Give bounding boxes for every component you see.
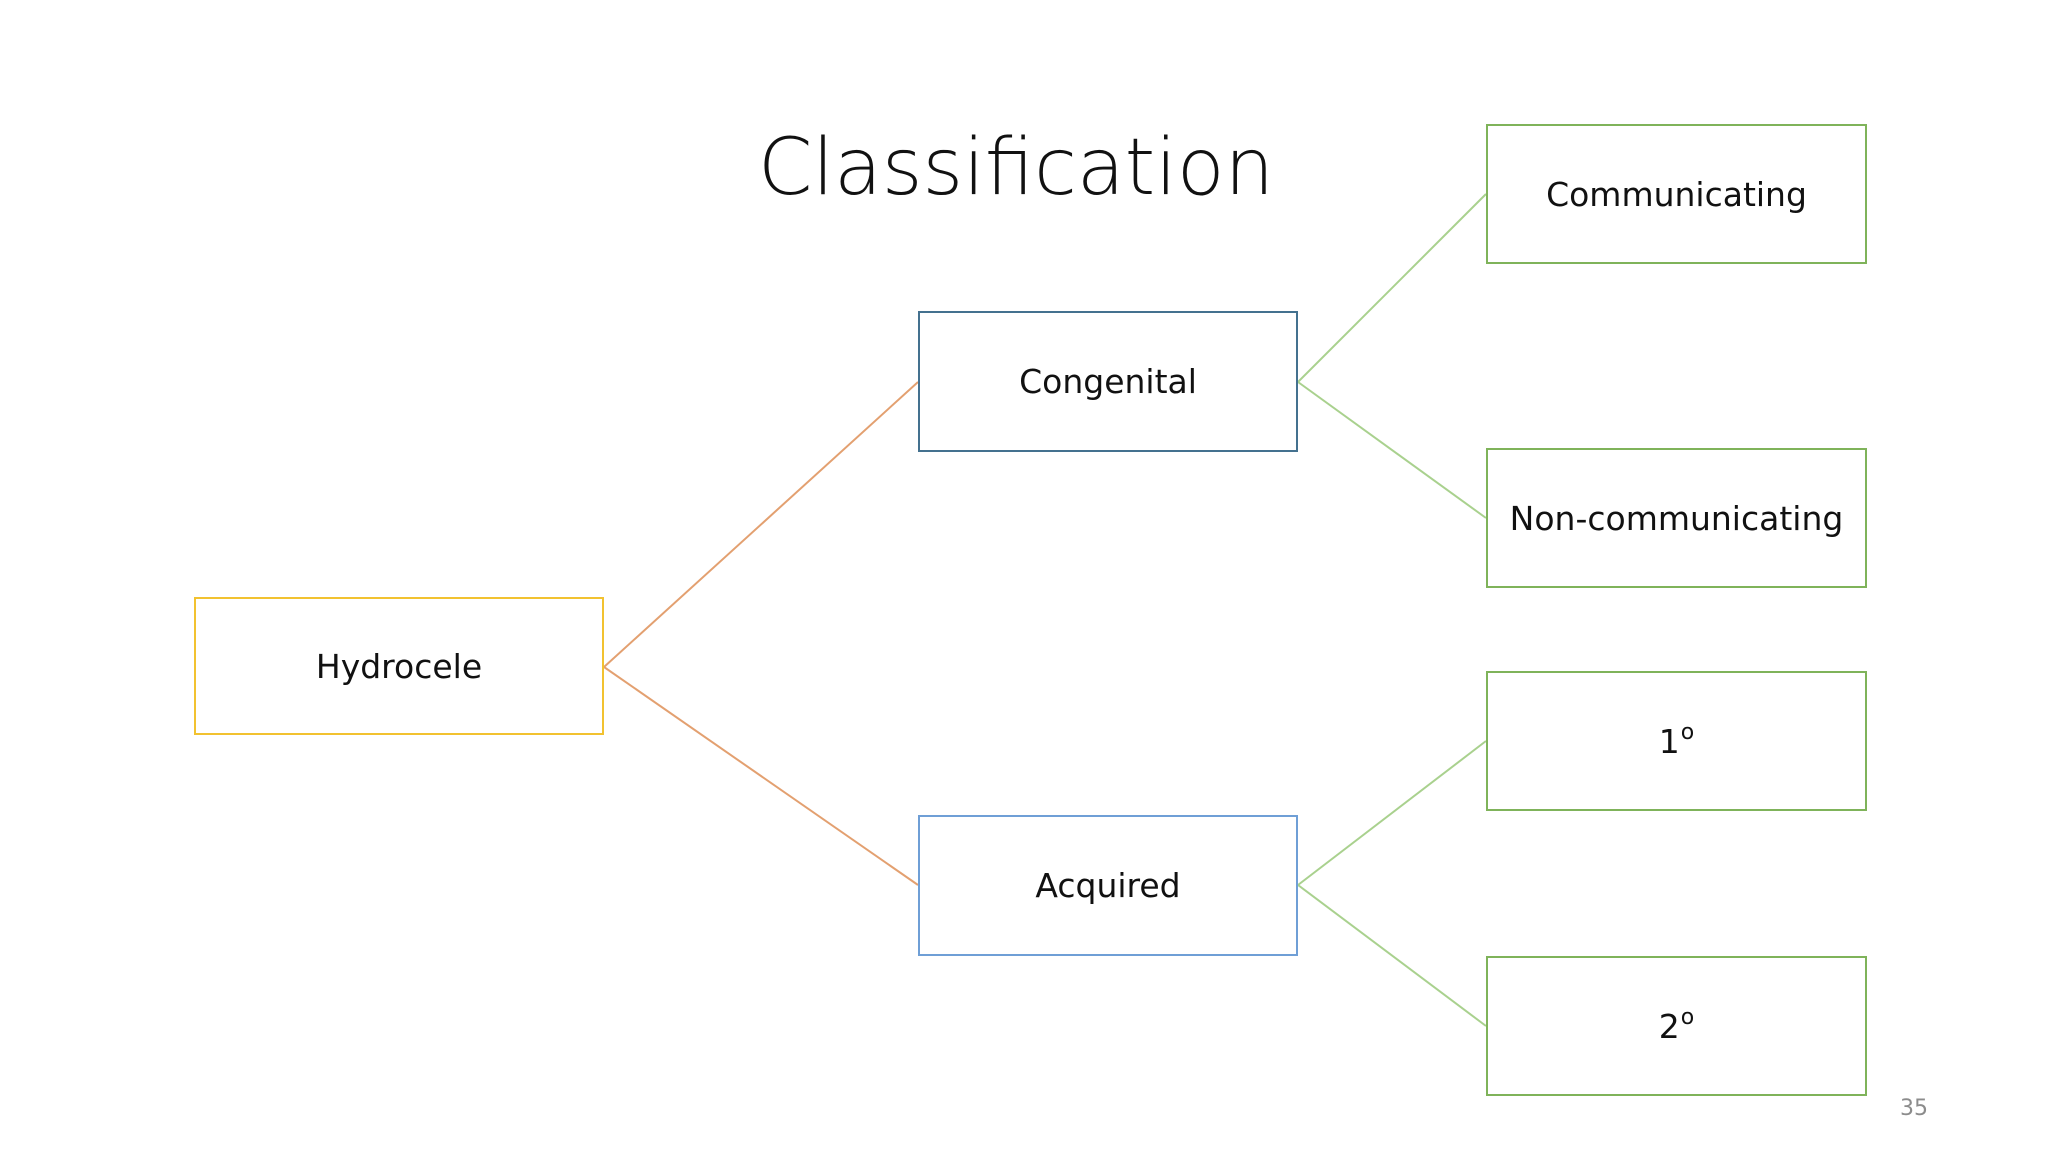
node-communicating-label: Communicating: [1546, 174, 1807, 214]
connector-congenital-communicating: [1297, 193, 1487, 383]
node-secondary-degree-mark: o: [1680, 1004, 1695, 1030]
node-acquired-label: Acquired: [1035, 866, 1181, 905]
connector-acquired-primary: [1297, 740, 1487, 886]
node-acquired: Acquired: [918, 815, 1298, 956]
node-hydrocele: Hydrocele: [194, 597, 604, 735]
connector-acquired-secondary: [1297, 884, 1487, 1027]
connector-congenital-non-communicating: [1297, 381, 1487, 519]
node-communicating: Communicating: [1486, 124, 1867, 264]
node-secondary: 2o: [1486, 956, 1867, 1096]
slide-title: Classification: [757, 123, 1275, 213]
node-primary-label: 1o: [1658, 719, 1695, 761]
node-congenital-label: Congenital: [1019, 362, 1197, 401]
node-hydrocele-label: Hydrocele: [315, 646, 483, 686]
node-congenital: Congenital: [918, 311, 1298, 452]
node-non-communicating: Non-communicating: [1486, 448, 1867, 588]
node-primary-degree-mark: o: [1680, 719, 1695, 745]
page-number: 35: [1900, 1096, 1928, 1121]
node-secondary-label: 2o: [1658, 1004, 1695, 1046]
node-secondary-digit: 2: [1658, 1006, 1680, 1046]
node-non-communicating-label: Non-communicating: [1509, 498, 1844, 538]
connector-hydrocele-congenital: [603, 381, 919, 668]
connector-hydrocele-acquired: [603, 666, 919, 886]
node-primary-digit: 1: [1658, 721, 1680, 761]
node-primary: 1o: [1486, 671, 1867, 811]
